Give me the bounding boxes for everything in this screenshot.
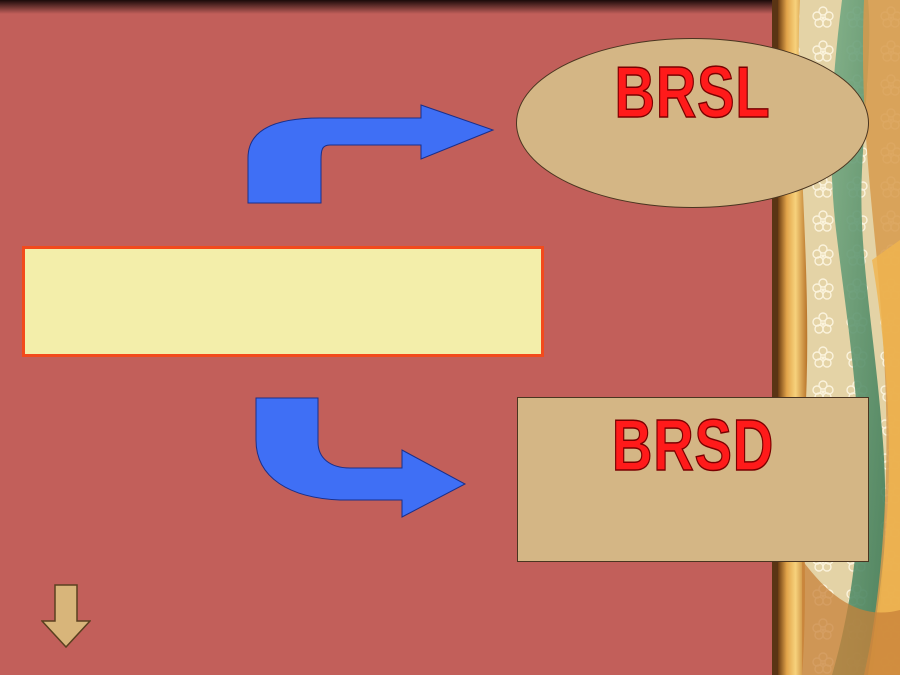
brsl-label: BRSL <box>614 53 771 133</box>
center-text-box <box>22 246 544 357</box>
brsd-label: BRSD <box>611 406 775 486</box>
curved-arrow-down-right-icon <box>255 397 467 518</box>
arrow-down-icon[interactable] <box>41 584 91 648</box>
brsd-box: BRSD <box>517 397 869 562</box>
top-shadow <box>0 0 780 14</box>
brsl-oval: BRSL <box>516 38 869 208</box>
curved-arrow-up-right-icon <box>247 104 495 204</box>
